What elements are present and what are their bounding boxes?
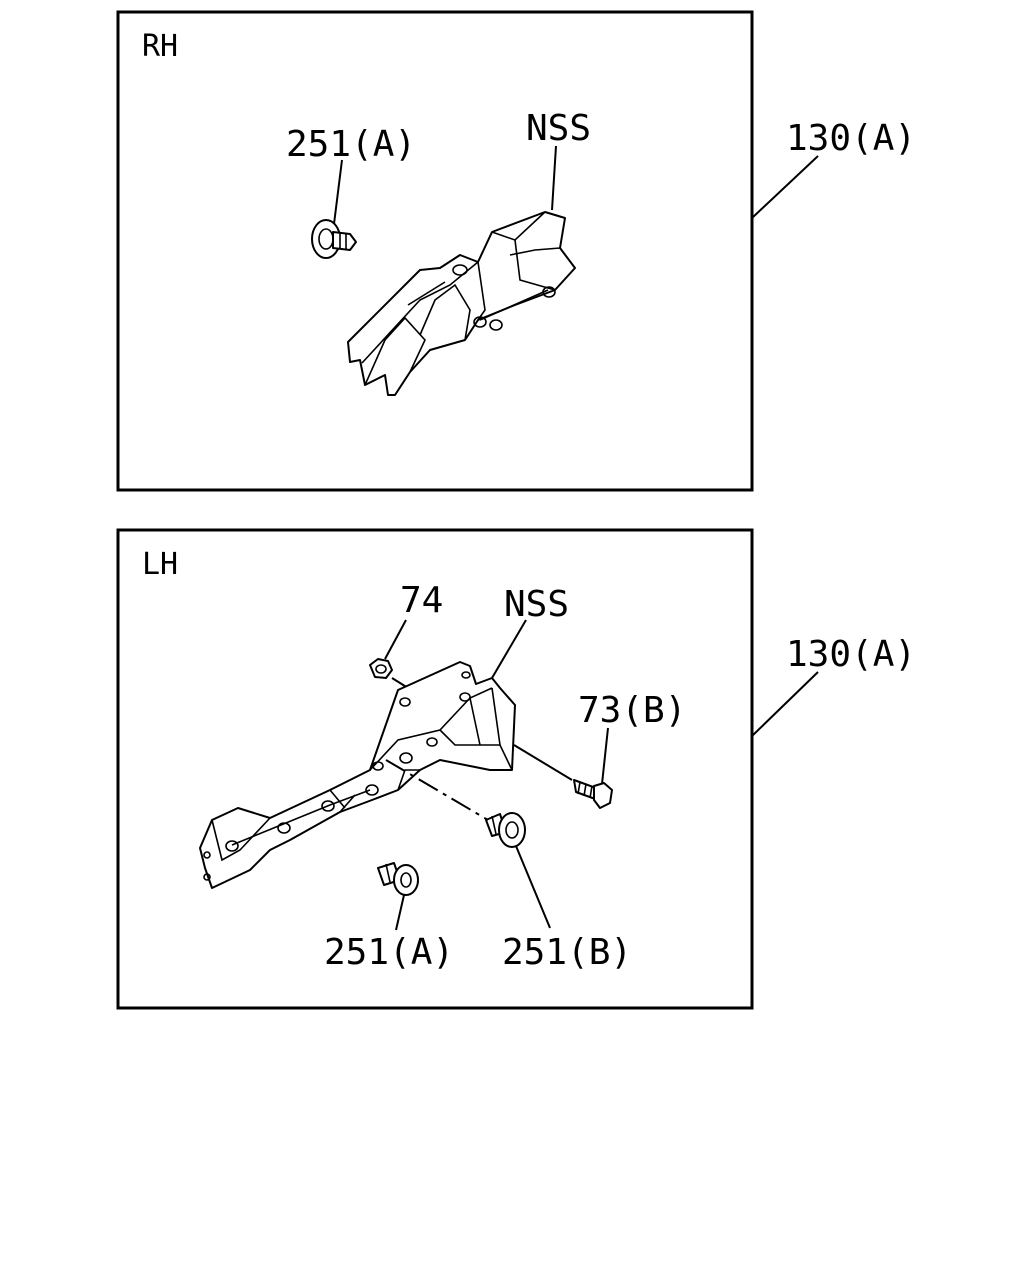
lh-panel: LH 74: [116, 528, 916, 1010]
rh-panel: RH 251(A) NSS: [116, 10, 916, 492]
lh-nut-74: [369, 658, 393, 679]
lh-bolt-73b: [573, 779, 613, 809]
lh-bolt-callout: 73(B): [578, 690, 686, 731]
lh-bracket-callout: NSS: [504, 584, 569, 625]
lh-panel-frame: [116, 528, 754, 1010]
lh-clip-a-leader: [395, 894, 405, 931]
lh-panel-title: LH: [142, 547, 178, 582]
rh-assembly-leader: [751, 155, 819, 219]
lh-clip-b-callout: 251(B): [502, 932, 632, 973]
lh-assembly-callout: 130(A): [786, 634, 916, 675]
lh-clip-251b: [485, 812, 526, 848]
lh-clip-251a: [377, 862, 419, 896]
rh-panel-frame: [116, 10, 754, 492]
lh-assembly-leader: [751, 671, 819, 737]
lh-nut-callout: 74: [400, 580, 443, 621]
lh-bolt-leader: [601, 727, 609, 785]
rh-panel-title: RH: [142, 29, 178, 64]
rh-clip-leader: [333, 159, 343, 225]
rh-clip-callout: 251(A): [286, 124, 416, 165]
lh-clip-b-axis: [385, 759, 489, 821]
rh-bracket-callout: NSS: [526, 108, 591, 149]
rh-bracket: [347, 211, 576, 396]
lh-nut-leader: [384, 619, 407, 660]
lh-bracket: [199, 661, 516, 889]
lh-bolt-axis: [513, 744, 573, 781]
rh-clip-251a: [311, 219, 357, 259]
lh-bracket-leader: [491, 619, 527, 679]
rh-assembly-callout: 130(A): [786, 118, 916, 159]
lh-clip-b-leader: [515, 845, 551, 929]
lh-clip-a-callout: 251(A): [324, 932, 454, 973]
rh-bracket-leader: [551, 145, 557, 211]
